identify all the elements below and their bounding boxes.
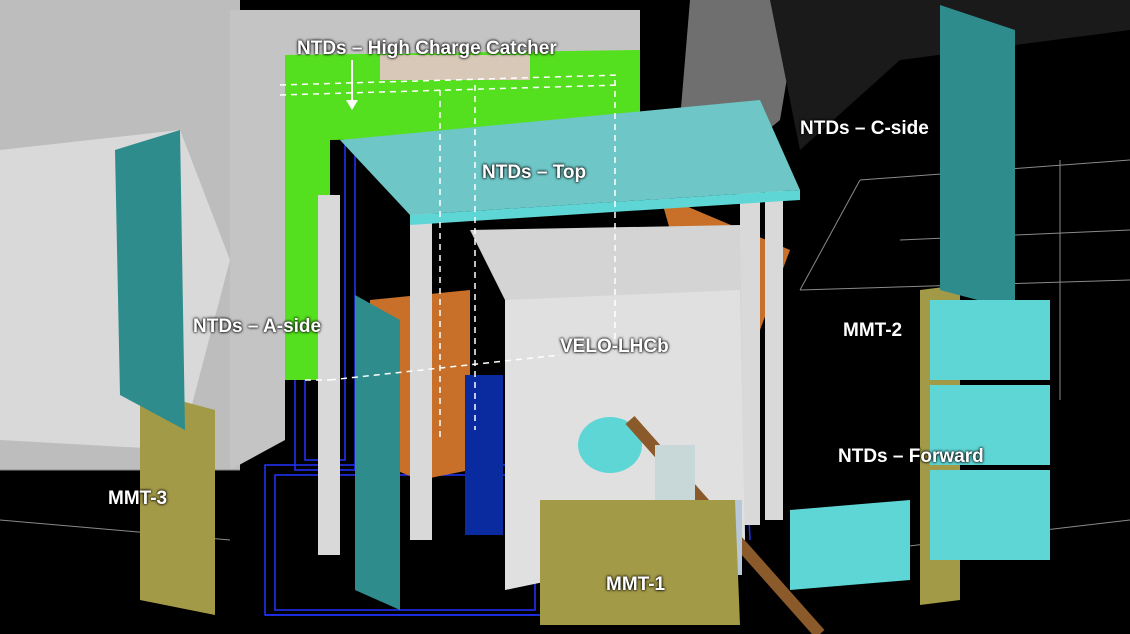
pipe-flange bbox=[655, 445, 695, 505]
ntd-a-side-panels bbox=[115, 130, 185, 430]
label-mmt3: MMT-3 bbox=[108, 488, 168, 509]
frame-pillars bbox=[318, 175, 783, 555]
ntd-c-side-panels bbox=[940, 5, 1015, 310]
blue-support bbox=[465, 375, 503, 535]
label-ntd-forward: NTDs – Forward bbox=[838, 446, 984, 467]
ntd-a-side-front bbox=[355, 295, 400, 610]
ntd-top-slab bbox=[340, 100, 800, 215]
mmt1-block bbox=[540, 500, 740, 625]
label-ntd-high-charge: NTDs – High Charge Catcher bbox=[297, 38, 557, 59]
cyan-cylinder bbox=[578, 417, 642, 473]
label-mmt2: MMT-2 bbox=[843, 320, 903, 341]
forward-panels-left bbox=[790, 500, 910, 590]
ntd-top-edge bbox=[410, 190, 800, 225]
high-charge-tubes bbox=[380, 55, 530, 80]
label-mmt1: MMT-1 bbox=[606, 574, 666, 595]
cavern-right-upper bbox=[770, 0, 1130, 150]
label-ntd-a-side: NTDs – A-side bbox=[193, 316, 322, 337]
mmt2-panels-upper bbox=[930, 300, 1050, 380]
leader-lines bbox=[279, 74, 621, 440]
label-velo: VELO-LHCb bbox=[560, 336, 669, 357]
label-ntd-c-side: NTDs – C-side bbox=[800, 118, 929, 139]
label-ntd-top: NTDs – Top bbox=[482, 162, 587, 183]
forward-panels-lower bbox=[930, 470, 1050, 560]
mmt3-block bbox=[140, 390, 215, 615]
high-charge-arrow-head bbox=[346, 100, 358, 110]
mmt2-panels-mid bbox=[930, 385, 1050, 465]
